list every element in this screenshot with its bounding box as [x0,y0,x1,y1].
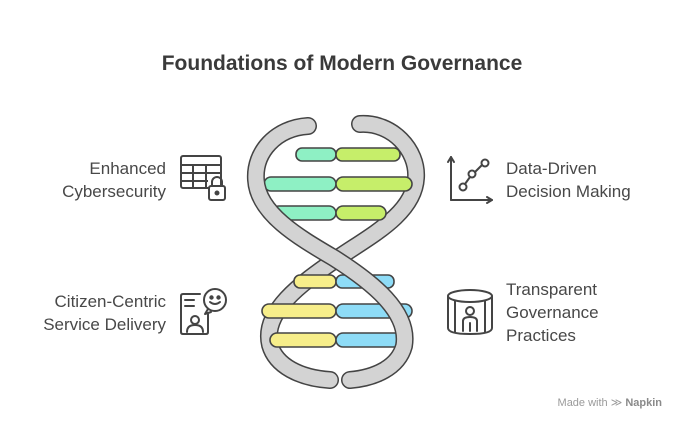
label-transparent-governance-practices: Transparent Governance Practices [506,280,599,345]
page-title: Foundations of Modern Governance [161,52,523,75]
rung-2 [263,176,413,192]
table-lock-icon [180,155,226,201]
watermark: Made with ≫ Napkin [557,397,662,409]
label-data-driven-decision-making: Data-Driven Decision Making [506,159,631,201]
label-enhanced-cybersecurity: Enhanced Cybersecurity [62,159,166,201]
line-chart-icon [447,156,493,204]
chat-person-icon [180,288,227,335]
napkin-logo-icon: ≫ [610,397,623,409]
glass-tower-person-icon [447,289,493,335]
rung-5 [261,303,413,319]
label-citizen-centric-service-delivery: Citizen-Centric Service Delivery [43,292,166,334]
rung-6 [269,332,403,348]
rung-1 [295,147,401,162]
